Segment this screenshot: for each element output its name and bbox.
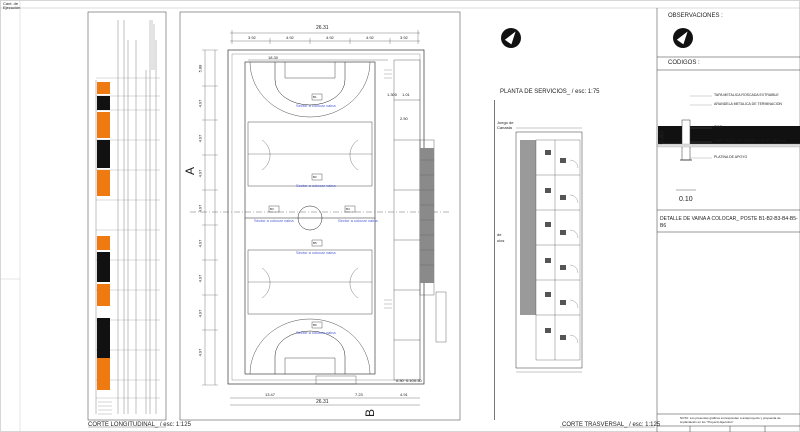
dim-left-1: 4.97 xyxy=(197,99,203,108)
post-tag-b6: B6 xyxy=(313,323,317,327)
servicios-note-3: de xyxy=(497,232,502,237)
dim-top-total: 26.31 xyxy=(316,25,329,31)
sector-label-6: Sector a colocar vaina xyxy=(296,330,336,335)
dim-left-7: 4.97 xyxy=(197,309,203,318)
detail-dim-040: 0.40 xyxy=(658,130,666,145)
dim-left-5: 4.97 xyxy=(197,239,203,248)
dim-bottom-small-2: 0.10 xyxy=(406,378,414,383)
dim-bottom-seg-2: 7.23 xyxy=(355,392,363,397)
dim-bottom-total: 26.31 xyxy=(316,399,329,405)
detail-caption: DETALLE DE VAINA A COLOCAR_ POSTE B1-B2-… xyxy=(660,216,798,229)
dim-top-seg-1: 3.92 xyxy=(248,35,256,40)
dim-left-0: 5.88 xyxy=(197,64,203,73)
dim-right-1: 1.01 xyxy=(402,92,410,97)
post-tag-b1: B1 xyxy=(313,95,317,99)
annotation-arandela: ARANDELA METALICA DE TERMINACION xyxy=(714,102,782,106)
dim-top-seg-3: 4.92 xyxy=(326,35,334,40)
dim-top-seg-2: 4.92 xyxy=(286,35,294,40)
caption-trasversal: CORTE TRASVERSAL_ / esc: 1:125 xyxy=(562,422,661,428)
post-tag-b4: B4 xyxy=(346,207,350,211)
sector-label-1: Sector a colocar vaina xyxy=(296,103,336,108)
servicios-note-2: Canasta xyxy=(497,125,512,130)
sector-label-4: Sector a colocar vaina xyxy=(338,218,378,223)
annotation-piso: PISO xyxy=(714,125,723,129)
post-tag-b5: B5 xyxy=(313,241,317,245)
post-tag-b3: B3 xyxy=(270,207,274,211)
sector-label-5: Sector a colocar vaina xyxy=(296,250,336,255)
post-tag-b2: B2 xyxy=(313,175,317,179)
dim-right-2: 2.50 xyxy=(400,116,408,121)
dim-left-3: 4.97 xyxy=(197,169,203,178)
north-arrow-detail xyxy=(673,28,693,48)
dim-bottom-seg-3: 4.91 xyxy=(400,392,408,397)
dim-left-4: 4.97 xyxy=(197,204,203,213)
dim-left-8: 4.97 xyxy=(197,348,203,357)
annotation-cano: CAÑO TUBULAR HORMIG. x 20.0 F 19.0 mm xyxy=(714,139,786,143)
dim-right-0: 1.300 xyxy=(387,92,398,97)
dim-top-inner: 18.30 xyxy=(268,55,279,60)
servicios-note-1: Juego de xyxy=(497,120,514,125)
sheet-corner-text-2: Ejecución xyxy=(3,5,21,10)
detail-dim-010: 0.10 xyxy=(679,196,693,203)
dim-left-2: 4.97 xyxy=(197,134,203,143)
section-mark-b: B xyxy=(363,408,378,418)
wall-blocks xyxy=(97,82,110,390)
servicios-note-4: ulos xyxy=(497,238,505,243)
sector-label-3: Sector a colocar vaina xyxy=(254,218,294,223)
dim-left-6: 4.97 xyxy=(197,274,203,283)
dim-top-seg-5: 3.92 xyxy=(400,35,408,40)
servicios-title: PLANTA DE SERVICIOS_ / esc: 1:75 xyxy=(500,89,600,95)
observaciones-heading: OBSERVACIONES : xyxy=(668,13,723,19)
dim-bottom-small-3: 0.30 xyxy=(414,378,422,383)
sheet-note: NOTA: Los presentes gráficos corresponde… xyxy=(680,416,781,424)
north-arrow-plan xyxy=(501,28,521,48)
dim-bottom-small-1: 0.30 xyxy=(396,378,404,383)
caption-longitudinal: CORTE LONGITUDINAL_ / esc: 1:125 xyxy=(88,422,191,428)
section-mark-a: A xyxy=(183,166,198,176)
sheet-corner-text-1: Cant. de xyxy=(3,1,19,6)
annotation-platina: PLATINA DE APOYO xyxy=(714,155,748,159)
dim-bottom-seg-1: 13.47 xyxy=(265,392,276,397)
sector-label-2: Sector a colocar vaina xyxy=(296,183,336,188)
dim-top-seg-4: 4.92 xyxy=(366,35,374,40)
annotation-tapa: TAPA METALICA ROSCADA EXTRAIBLE xyxy=(714,93,779,97)
codigos-heading: CODIGOS : xyxy=(668,60,700,66)
